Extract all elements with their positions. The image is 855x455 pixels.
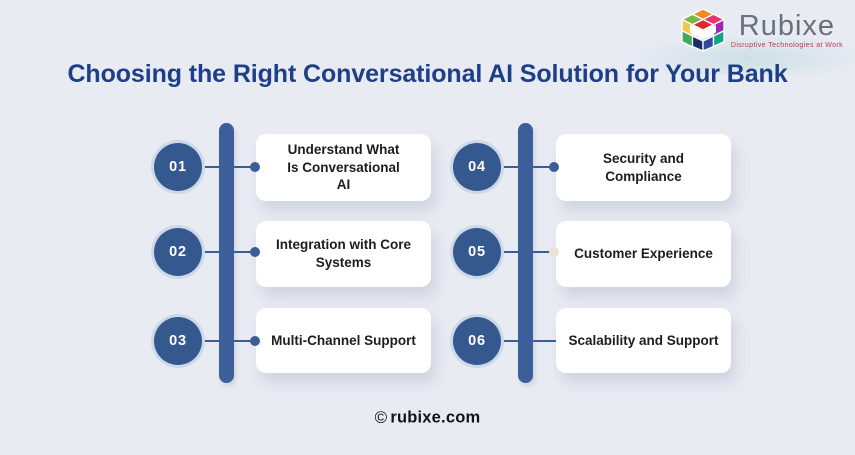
step-card-02: Integration with Core Systems <box>256 221 431 287</box>
connector-dot <box>549 247 559 257</box>
step-card-03: Multi-Channel Support <box>256 308 431 373</box>
step-badge-04: 04 <box>453 143 501 191</box>
step-number: 03 <box>169 333 187 349</box>
step-number: 06 <box>468 333 486 349</box>
rubixe-logo: Rubixe Disruptive Technologies at Work <box>680 8 843 52</box>
logo-text: Rubixe Disruptive Technologies at Work <box>730 9 843 50</box>
step-label: Integration with Core Systems <box>276 237 411 270</box>
step-number: 02 <box>169 244 187 260</box>
step-label: Customer Experience <box>574 246 713 262</box>
timeline-bar-left <box>219 123 234 383</box>
timeline-bar-right <box>518 123 533 383</box>
step-card-05: Customer Experience <box>556 221 731 287</box>
step-number: 01 <box>169 159 187 175</box>
step-card-04: Security and Compliance <box>556 134 731 201</box>
footer-url-text: rubixe.com <box>390 408 481 427</box>
footer-website: ©rubixe.com <box>0 408 855 428</box>
page-title: Choosing the Right Conversational AI Sol… <box>67 60 788 88</box>
step-badge-06: 06 <box>453 317 501 365</box>
step-number: 05 <box>468 244 486 260</box>
step-badge-03: 03 <box>154 317 202 365</box>
step-badge-01: 01 <box>154 143 202 191</box>
logo-name: Rubixe <box>738 9 836 42</box>
step-label: Scalability and Support <box>568 332 719 348</box>
step-badge-05: 05 <box>453 228 501 276</box>
step-number: 04 <box>468 159 486 175</box>
copyright-icon: © <box>374 408 388 427</box>
step-card-01: Understand What Is Conversational AI <box>256 134 431 201</box>
connector-dot <box>250 336 260 346</box>
connector-dot <box>250 247 260 257</box>
step-label: Security and Compliance <box>602 150 685 184</box>
step-label: Understand What Is Conversational AI <box>287 142 400 193</box>
step-label: Multi-Channel Support <box>271 332 416 348</box>
rubixe-cube-icon <box>681 8 725 52</box>
connector-dot <box>549 162 559 172</box>
logo-tagline: Disruptive Technologies at Work <box>730 42 843 50</box>
step-card-06: Scalability and Support <box>556 308 731 373</box>
step-badge-02: 02 <box>154 228 202 276</box>
connector-dot <box>250 162 260 172</box>
